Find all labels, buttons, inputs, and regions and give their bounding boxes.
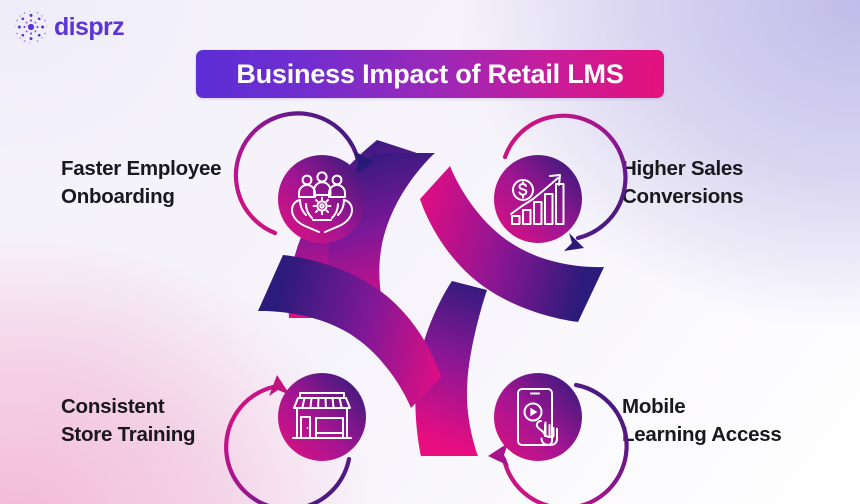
pinwheel-arc-right [420, 166, 604, 322]
disprz-dotted-snowflake-icon [14, 10, 48, 44]
arrow-head-bottom-right [488, 443, 509, 466]
growth-bar-chart-dollar-icon [510, 174, 565, 225]
ring-arrow-heads [269, 151, 584, 466]
arrow-head-top-left [354, 151, 375, 175]
pinwheel-arc-left [258, 255, 441, 408]
people-in-hands-icon [291, 171, 353, 233]
ring-arc-top-right-visible [502, 113, 628, 241]
node-label-faster-employee-onboarding: Faster Employee Onboarding [61, 157, 222, 209]
node-label-mobile-learning-access: Mobile Learning Access [622, 395, 782, 447]
pinwheel-arc-top-body [328, 153, 435, 334]
node-icon-higher-sales-conversions[interactable] [494, 155, 582, 243]
node-icon-faster-employee-onboarding[interactable] [278, 155, 366, 243]
page-title-banner: Business Impact of Retail LMS [196, 50, 664, 98]
arrow-head-top-right [564, 233, 584, 251]
arrow-head-bottom-left [269, 375, 290, 396]
pinwheel-arc-bottom [415, 281, 487, 456]
mobile-play-tap-icon [517, 388, 558, 446]
node-icon-mobile-learning-access[interactable] [494, 373, 582, 461]
node-label-higher-sales-conversions: Higher Sales Conversions [622, 157, 744, 209]
ring-arrows [224, 111, 629, 504]
node-icon-consistent-store-training[interactable] [278, 373, 366, 461]
storefront-icon [292, 392, 352, 439]
ring-arc-bottom-right-visible [501, 382, 629, 504]
node-label-consistent-store-training: Consistent Store Training [61, 395, 196, 447]
ring-arc-top-left-visible [233, 111, 361, 236]
pinwheel-arc-top [288, 140, 417, 318]
page-title: Business Impact of Retail LMS [236, 58, 624, 89]
brand-logo: disprz [14, 10, 125, 44]
pinwheel-motif [258, 140, 604, 456]
brand-name: disprz [54, 12, 125, 41]
ring-arc-bottom-left-visible [224, 384, 352, 504]
